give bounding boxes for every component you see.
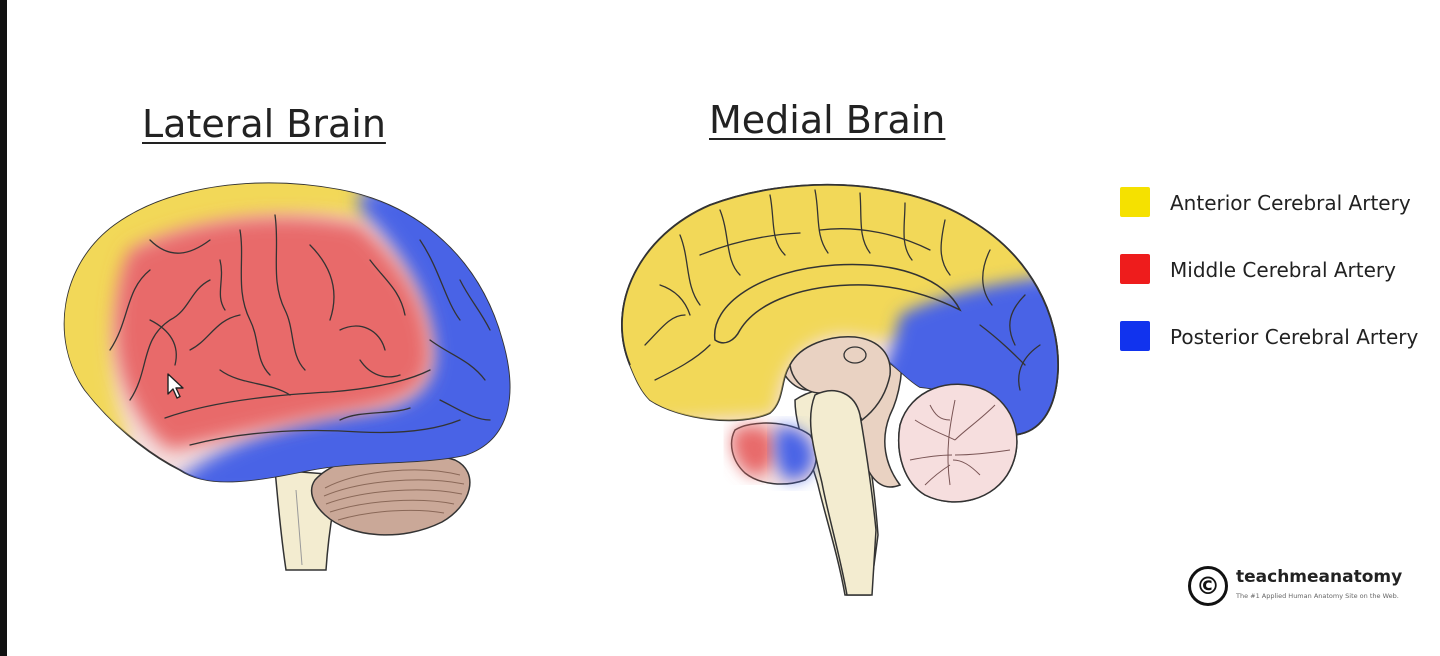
legend-item-posterior: Posterior Cerebral Artery [1120,319,1430,353]
legend-swatch-anterior [1120,187,1150,217]
lateral-brain-illustration [63,182,511,571]
lateral-anterior-region [64,183,370,470]
mouse-pointer-icon [167,373,184,399]
medial-brain-illustration [621,183,1059,596]
legend-swatch-posterior [1120,321,1150,351]
medial-brain-title: Medial Brain [709,98,946,142]
copyright-icon: © [1188,566,1228,606]
legend-item-anterior: Anterior Cerebral Artery [1120,185,1430,219]
lateral-middle-region [114,217,430,450]
lateral-posterior-region [160,190,510,482]
legend-label-posterior: Posterior Cerebral Artery [1170,325,1419,349]
legend-item-middle: Middle Cerebral Artery [1120,252,1430,286]
legend-label-anterior: Anterior Cerebral Artery [1170,191,1411,215]
lateral-brain-title: Lateral Brain [142,102,386,146]
medial-anterior-region [621,184,1040,425]
teachmeanatomy-logo: © teachmeanatomy The #1 Applied Human An… [1188,566,1438,610]
legend-swatch-middle [1120,254,1150,284]
window-edge [0,0,7,656]
brand-tagline: The #1 Applied Human Anatomy Site on the… [1236,592,1399,600]
brand-name: teachmeanatomy [1236,567,1403,587]
artery-legend: Anterior Cerebral Artery Middle Cerebral… [1120,185,1430,386]
legend-label-middle: Middle Cerebral Artery [1170,258,1396,282]
